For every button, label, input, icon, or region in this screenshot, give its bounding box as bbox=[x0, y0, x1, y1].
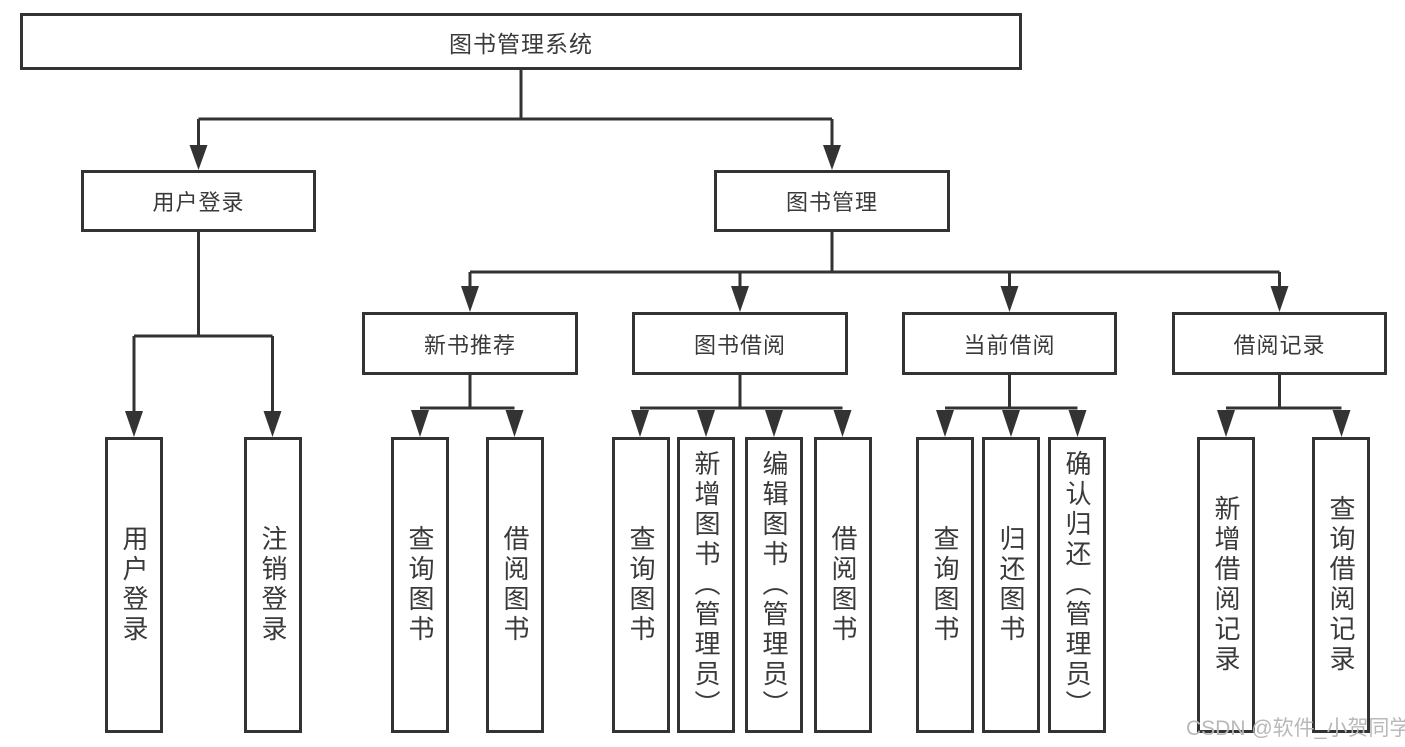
leaf-add-borrow-record: 新增借阅记录 bbox=[1197, 437, 1255, 733]
leaf-user-login: 用户登录 bbox=[105, 437, 163, 733]
node-user-login: 用户登录 bbox=[81, 170, 316, 232]
leaf-add-borrow-record-label: 新增借阅记录 bbox=[1211, 495, 1241, 675]
connector-new-book-recommend-to-leaves bbox=[411, 375, 524, 437]
node-current-borrow: 当前借阅 bbox=[902, 312, 1117, 375]
leaf-user-login-label: 用户登录 bbox=[119, 525, 149, 645]
leaf-return-books: 归还图书 bbox=[982, 437, 1040, 733]
leaf-query-books-current: 查询图书 bbox=[916, 437, 974, 733]
leaf-confirm-return-admin-label: 确认归还（管理员） bbox=[1062, 450, 1092, 720]
node-user-login-label: 用户登录 bbox=[152, 190, 245, 215]
leaf-query-books-borrow: 查询图书 bbox=[612, 437, 670, 733]
leaf-logout-label: 注销登录 bbox=[258, 525, 288, 645]
leaf-add-books-admin: 新增图书（管理员） bbox=[677, 437, 735, 733]
leaf-borrow-books: 借阅图书 bbox=[814, 437, 872, 733]
leaf-query-books-borrow-label: 查询图书 bbox=[626, 525, 656, 645]
leaf-add-books-admin-label: 新增图书（管理员） bbox=[691, 450, 721, 720]
node-root-label: 图书管理系统 bbox=[449, 30, 593, 57]
node-book-borrow: 图书借阅 bbox=[632, 312, 848, 375]
leaf-edit-books-admin-label: 编辑图书（管理员） bbox=[759, 450, 789, 720]
leaf-confirm-return-admin: 确认归还（管理员） bbox=[1048, 437, 1106, 733]
connector-book-management-to-level3 bbox=[461, 232, 1289, 312]
leaf-borrow-books-recommend-label: 借阅图书 bbox=[500, 525, 530, 645]
leaf-borrow-books-label: 借阅图书 bbox=[828, 525, 858, 645]
connector-user-login-to-leaves bbox=[125, 232, 282, 437]
leaf-query-borrow-record-label: 查询借阅记录 bbox=[1326, 495, 1356, 675]
leaf-query-books-current-label: 查询图书 bbox=[930, 525, 960, 645]
connector-current-borrow-to-leaves bbox=[936, 375, 1087, 437]
node-book-management: 图书管理 bbox=[714, 170, 950, 232]
leaf-edit-books-admin: 编辑图书（管理员） bbox=[745, 437, 803, 733]
connector-root-to-level2 bbox=[189, 70, 841, 170]
connector-borrow-records-to-leaves bbox=[1217, 375, 1351, 437]
node-book-management-label: 图书管理 bbox=[785, 190, 878, 215]
node-book-borrow-label: 图书借阅 bbox=[693, 332, 786, 358]
connector-book-borrow-to-leaves bbox=[631, 375, 852, 437]
node-borrow-records-label: 借阅记录 bbox=[1233, 332, 1326, 358]
leaf-query-books-recommend-label: 查询图书 bbox=[405, 525, 435, 645]
node-borrow-records: 借阅记录 bbox=[1172, 312, 1387, 375]
node-current-borrow-label: 当前借阅 bbox=[963, 332, 1056, 358]
node-root: 图书管理系统 bbox=[20, 13, 1022, 70]
leaf-query-books-recommend: 查询图书 bbox=[391, 437, 449, 733]
csdn-watermark: CSDN @软件_小贺同学 bbox=[1186, 717, 1405, 740]
leaf-query-borrow-record: 查询借阅记录 bbox=[1312, 437, 1370, 733]
node-new-book-recommend: 新书推荐 bbox=[362, 312, 578, 375]
leaf-logout: 注销登录 bbox=[244, 437, 302, 733]
leaf-borrow-books-recommend: 借阅图书 bbox=[486, 437, 544, 733]
leaf-return-books-label: 归还图书 bbox=[996, 525, 1026, 645]
node-new-book-recommend-label: 新书推荐 bbox=[423, 332, 516, 358]
